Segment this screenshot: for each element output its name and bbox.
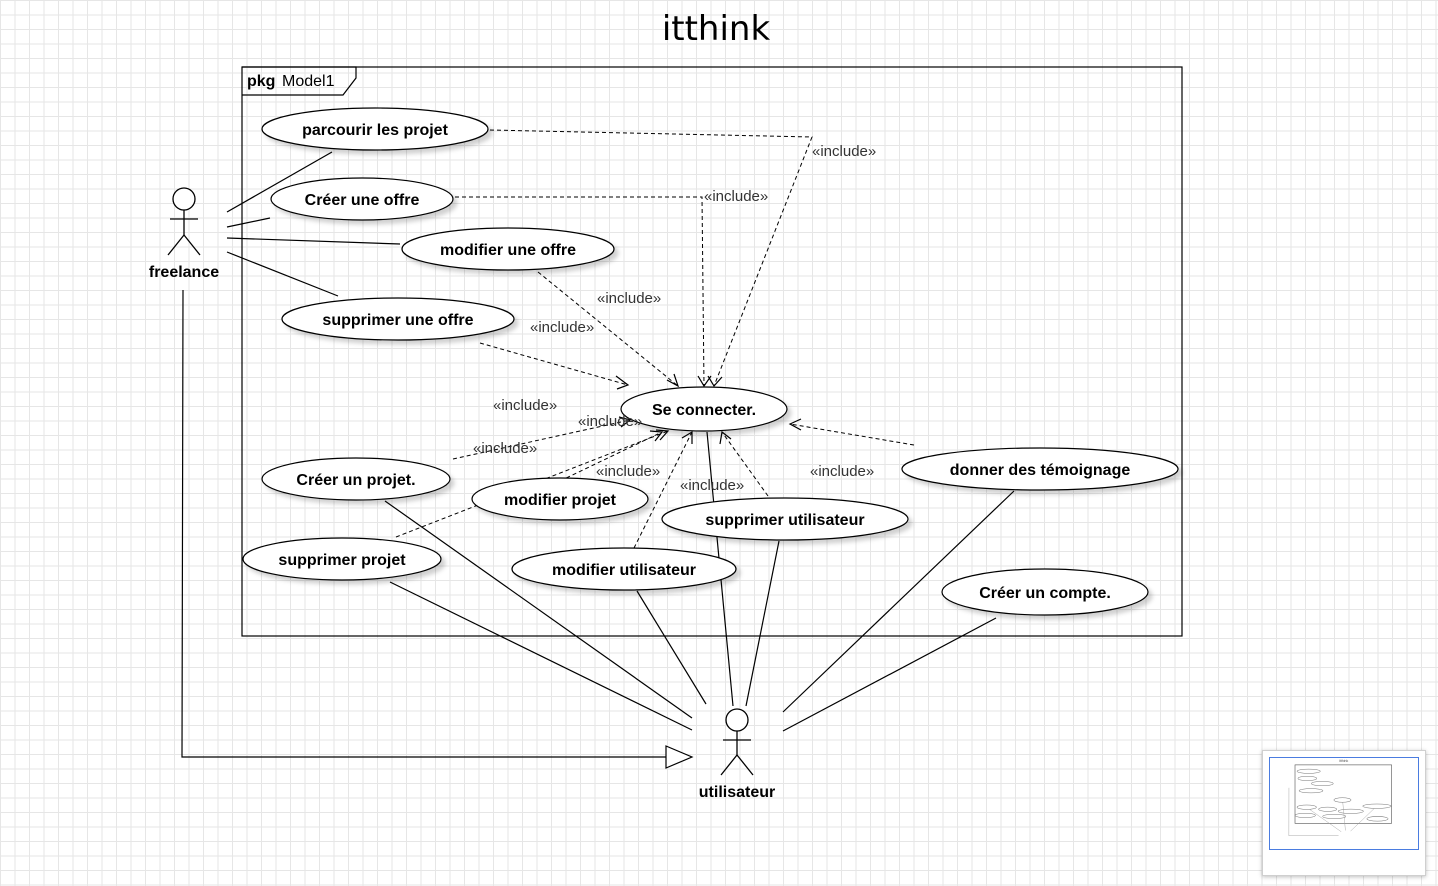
include-label: «include»	[812, 143, 876, 160]
use-case-label: Créer une offre	[305, 192, 420, 209]
use-case-supprimer-une-offre[interactable]: supprimer une offre	[281, 297, 515, 341]
package-frame[interactable]: pkg Model1	[241, 66, 1183, 637]
generalization-freelance-utilisateur	[181, 289, 694, 769]
include-modifier-utilisateur	[633, 431, 693, 549]
assoc-freelance-creer-offre	[226, 217, 271, 228]
include-label: «include»	[704, 188, 768, 205]
use-case-parcourir-les-projet[interactable]: parcourir les projet	[261, 107, 489, 151]
include-supprimer-utilisateur	[721, 431, 769, 497]
package-name: Model1	[282, 73, 335, 90]
include-labels: «include» «include» «include» «include» …	[473, 143, 876, 494]
use-case-creer-un-compte[interactable]: Créer un compte.	[941, 568, 1149, 616]
include-label: «include»	[493, 397, 557, 414]
minimap-preview: itthink	[1288, 759, 1392, 836]
include-donner-temoignage	[789, 423, 915, 446]
use-case-supprimer-projet[interactable]: supprimer projet	[242, 537, 442, 581]
use-case-label: Créer un projet.	[296, 472, 415, 489]
include-creer-projet	[452, 419, 631, 460]
use-case-creer-une-offre[interactable]: Créer une offre	[270, 177, 454, 221]
include-label: «include»	[810, 463, 874, 480]
actor-utilisateur-label: utilisateur	[699, 784, 775, 801]
use-case-supprimer-utilisateur[interactable]: supprimer utilisateur	[661, 497, 909, 541]
include-parcourir	[489, 129, 813, 387]
include-label: «include»	[473, 440, 537, 457]
use-case-label: modifier projet	[504, 492, 617, 509]
assoc-user-donner-temoignage	[782, 490, 1015, 713]
use-case-label: parcourir les projet	[302, 122, 448, 139]
actor-utilisateur[interactable]	[720, 708, 754, 776]
assoc-user-creer-compte	[782, 617, 997, 732]
include-label: «include»	[680, 477, 744, 494]
minimap-viewport[interactable]: itthink	[1269, 757, 1419, 850]
use-case-label: supprimer une offre	[322, 312, 473, 329]
assoc-user-supprimer-utilisateur	[745, 540, 780, 707]
outline-minimap[interactable]: itthink	[1262, 750, 1426, 876]
include-label: «include»	[578, 413, 642, 430]
use-case-se-connecter[interactable]: Se connecter.	[620, 386, 788, 432]
use-case-donner-des-temoignage[interactable]: donner des témoignage	[901, 447, 1179, 491]
assoc-user-supprimer-projet	[389, 581, 693, 731]
associations	[226, 151, 1015, 732]
use-case-modifier-une-offre[interactable]: modifier une offre	[401, 227, 615, 271]
actor-freelance-label: freelance	[149, 264, 219, 281]
assoc-user-modifier-utilisateur	[636, 590, 707, 705]
assoc-freelance-parcourir	[226, 151, 333, 213]
include-label: «include»	[597, 290, 661, 307]
assoc-freelance-supprimer-offre	[226, 251, 339, 297]
include-arrowheads	[615, 373, 802, 445]
use-case-label: supprimer projet	[278, 552, 406, 569]
minimap-title: itthink	[1339, 759, 1348, 763]
include-modifier-offre	[537, 271, 679, 387]
include-label: «include»	[530, 319, 594, 336]
use-case-label: modifier une offre	[440, 242, 576, 259]
include-creer-offre	[455, 196, 705, 387]
use-case-label: Se connecter.	[652, 402, 756, 419]
package-keyword: pkg	[247, 73, 275, 90]
include-dependencies	[395, 129, 915, 549]
use-case-label: Créer un compte.	[979, 585, 1111, 602]
assoc-user-creer-projet	[384, 500, 693, 719]
use-case-label: donner des témoignage	[950, 462, 1131, 479]
diagram-title: itthink	[662, 9, 771, 49]
include-label: «include»	[596, 463, 660, 480]
use-case-creer-un-projet[interactable]: Créer un projet.	[261, 457, 451, 501]
assoc-freelance-modifier-offre	[226, 237, 401, 245]
use-case-label: supprimer utilisateur	[705, 512, 864, 529]
use-case-modifier-projet[interactable]: modifier projet	[471, 477, 649, 521]
include-supprimer-offre	[479, 342, 629, 386]
include-modifier-projet	[559, 431, 663, 482]
use-case-label: modifier utilisateur	[552, 562, 696, 579]
actor-freelance[interactable]	[167, 187, 201, 256]
use-case-modifier-utilisateur[interactable]: modifier utilisateur	[511, 547, 737, 591]
